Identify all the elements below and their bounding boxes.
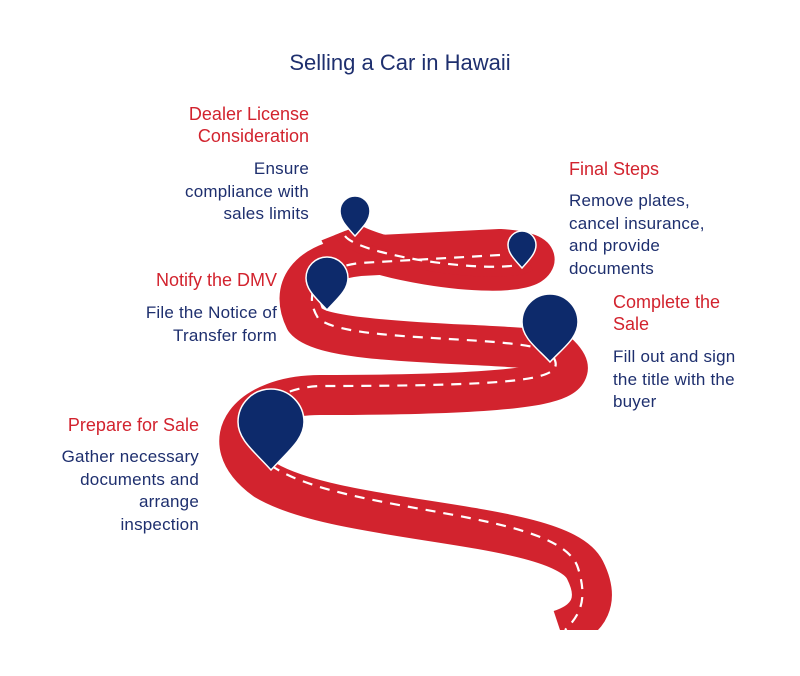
- notify-description: File the Notice of Transfer form: [60, 302, 277, 347]
- complete-heading-line-1: Complete the: [613, 292, 721, 312]
- complete-desc-line: the title with the: [613, 369, 735, 389]
- final-desc-line: and provide: [569, 236, 661, 255]
- pin-icon-prepare: [237, 388, 305, 472]
- dealer-heading-line-2: Consideration: [197, 126, 309, 146]
- complete-desc-line: Fill out and sign: [613, 347, 736, 366]
- prepare-desc-line: arrange: [139, 492, 199, 511]
- prepare-desc-line: Gather necessary: [61, 447, 199, 466]
- final-heading: Final Steps: [569, 159, 660, 179]
- complete-heading: Complete the Sale: [613, 291, 793, 335]
- prepare-desc-line: documents and: [80, 469, 199, 489]
- pin-icon-final: [507, 230, 537, 270]
- prepare-heading: Prepare for Sale: [67, 415, 199, 435]
- dealer-desc-line: Ensure: [253, 159, 309, 178]
- complete-heading-line-2: Sale: [613, 314, 650, 334]
- complete-description: Fill out and sign the title with the buy…: [613, 346, 793, 414]
- dealer-heading: Dealer License Consideration: [60, 103, 309, 147]
- pin-icon-complete: [521, 293, 579, 364]
- notify-desc-line: File the Notice of: [145, 303, 277, 322]
- dealer-heading-line-1: Dealer License: [188, 104, 309, 124]
- pin-icon-notify: [305, 256, 349, 312]
- final-description: Remove plates, cancel insurance, and pro…: [569, 190, 789, 280]
- final-desc-line: documents: [569, 258, 654, 278]
- notify-heading: Notify the DMV: [155, 270, 277, 290]
- road-far-end: [334, 229, 533, 277]
- complete-desc-line: buyer: [613, 392, 657, 411]
- pin-icon-dealer: [339, 195, 371, 238]
- dealer-desc-line: sales limits: [223, 204, 309, 223]
- diagram-title: Selling a Car in Hawaii: [289, 50, 511, 75]
- road-center-line: [251, 235, 584, 631]
- prepare-description: Gather necessary documents and arrange i…: [10, 446, 199, 536]
- dealer-desc-line: compliance with: [185, 181, 309, 201]
- notify-desc-line: Transfer form: [173, 325, 277, 345]
- prepare-desc-line: inspection: [120, 514, 199, 534]
- final-desc-line: cancel insurance,: [569, 213, 705, 233]
- dealer-description: Ensure compliance with sales limits: [60, 158, 309, 226]
- final-desc-line: Remove plates,: [569, 191, 690, 210]
